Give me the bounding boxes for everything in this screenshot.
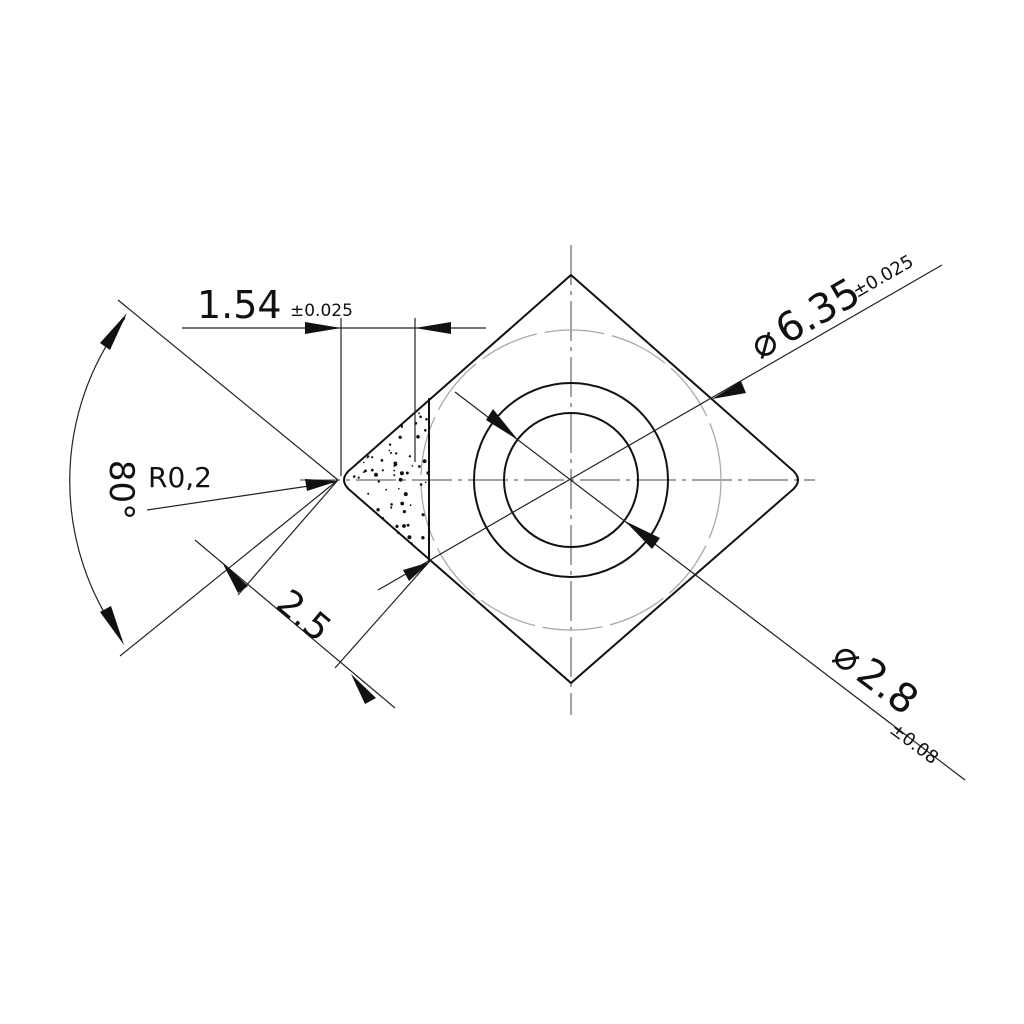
hole-inner-circle bbox=[503, 412, 639, 548]
speckle-dot bbox=[388, 443, 392, 446]
speckle-dot bbox=[370, 468, 374, 472]
hole-tolerance: ±0.08 bbox=[886, 719, 943, 769]
speckle-dot bbox=[421, 513, 425, 517]
speckle-dot bbox=[398, 435, 402, 439]
speckle-dot bbox=[357, 476, 360, 479]
inscribed-circle bbox=[420, 329, 722, 631]
speckle-dot bbox=[381, 469, 384, 472]
speckle-dot bbox=[376, 508, 380, 512]
width-tolerance: ±0.025 bbox=[290, 301, 353, 321]
speckle-dot bbox=[385, 488, 388, 491]
speckle-dot bbox=[393, 474, 396, 477]
speckle-dot bbox=[422, 459, 427, 464]
speckle-dot bbox=[398, 487, 400, 490]
length-value: 2.5 bbox=[268, 582, 338, 650]
speckle-dot bbox=[364, 469, 367, 473]
speckle-dot bbox=[403, 492, 408, 497]
speckle-dot bbox=[398, 477, 403, 482]
speckle-dot bbox=[424, 481, 427, 484]
speckle-dot bbox=[400, 426, 403, 428]
speckle-dot bbox=[426, 471, 431, 475]
speckle-dot bbox=[409, 504, 412, 507]
speckle-dot bbox=[395, 452, 398, 455]
dimension-radius: R0,2 bbox=[146, 461, 338, 511]
pcd-tip-segment bbox=[352, 398, 431, 562]
speckle-dot bbox=[402, 510, 406, 514]
speckle-dot bbox=[377, 480, 380, 483]
ic-tolerance: ±0.025 bbox=[849, 251, 917, 302]
speckle-dot bbox=[374, 472, 378, 477]
speckle-dot bbox=[399, 471, 404, 476]
speckle-dot bbox=[363, 461, 365, 464]
angle-value: 80° bbox=[101, 460, 141, 520]
speckle-dot bbox=[402, 524, 406, 528]
hole-outer-circle bbox=[473, 382, 669, 578]
speckle-dot bbox=[411, 465, 414, 467]
speckle-dot bbox=[407, 535, 412, 540]
radius-value: R0,2 bbox=[148, 461, 212, 494]
speckle-dot bbox=[390, 506, 393, 509]
speckle-dot bbox=[352, 475, 356, 478]
speckle-dot bbox=[418, 412, 420, 415]
dimension-length: 2.5 bbox=[194, 479, 430, 709]
width-value: 1.54 bbox=[197, 283, 282, 327]
speckle-dot bbox=[424, 429, 427, 432]
speckle-dot bbox=[393, 461, 398, 466]
speckle-dot bbox=[419, 483, 423, 486]
speckle-dot bbox=[395, 524, 399, 529]
speckle-dot bbox=[416, 435, 420, 439]
dimension-inscribed-circle: ⌀ 6.35 ±0.025 bbox=[377, 251, 943, 591]
speckle-dot bbox=[367, 455, 370, 458]
speckle-dot bbox=[397, 531, 400, 534]
speckle-dot bbox=[371, 456, 374, 459]
dimension-width: 1.54 ±0.025 bbox=[182, 283, 486, 476]
speckle-dot bbox=[419, 415, 422, 419]
speckle-dot bbox=[380, 459, 384, 462]
speckle-dot bbox=[393, 469, 396, 472]
speckle-dot bbox=[388, 449, 391, 452]
dimension-hole: ⌀ 2.8 ±0.08 bbox=[454, 391, 966, 781]
speckle-dot bbox=[410, 542, 413, 545]
speckle-dot bbox=[362, 471, 365, 473]
speckle-dot bbox=[390, 451, 392, 454]
speckle-dot bbox=[425, 418, 428, 421]
insert-outline bbox=[343, 273, 799, 685]
speckle-dot bbox=[418, 465, 421, 468]
speckle-dot bbox=[405, 471, 409, 475]
speckle-dot bbox=[406, 523, 410, 527]
speckle-dot bbox=[367, 492, 370, 495]
speckle-dot bbox=[408, 455, 412, 458]
speckle-dot bbox=[400, 501, 405, 506]
speckle-dot bbox=[381, 517, 385, 520]
speckle-dot bbox=[390, 503, 393, 506]
speckle-dot bbox=[421, 536, 425, 540]
